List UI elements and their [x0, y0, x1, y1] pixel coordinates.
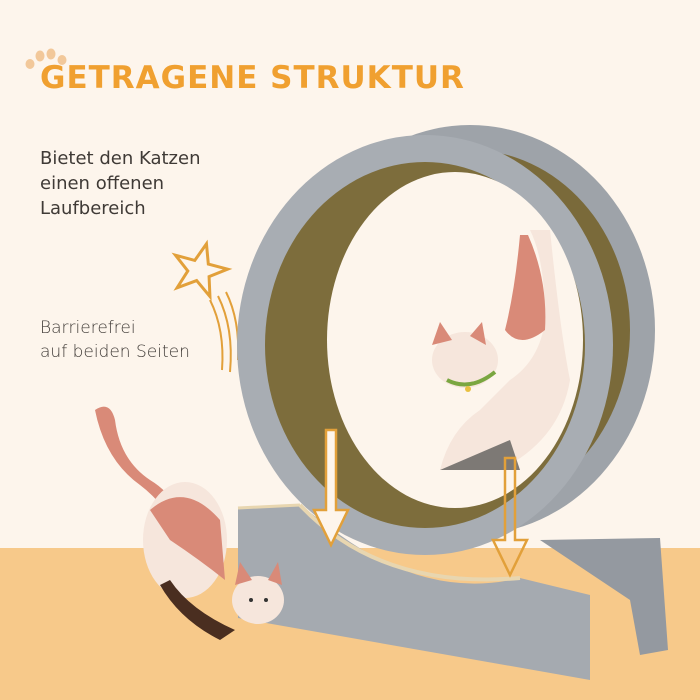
feature-line: einen offenen: [40, 173, 165, 194]
feature-line: Bietet den Katzen: [40, 148, 201, 169]
star-icon: [171, 239, 240, 373]
feature-line: auf beiden Seiten: [40, 342, 190, 362]
arrow-down-icon: [312, 428, 350, 548]
cat-on-floor: [95, 406, 284, 640]
page-title: GETRAGENE STRUKTUR: [40, 60, 465, 96]
feature-line: Laufbereich: [40, 198, 146, 219]
feature-barrier-free: Barrierefrei auf beiden Seiten: [40, 316, 190, 364]
arrow-down-icon: [491, 456, 529, 578]
feature-open-run-area: Bietet den Katzen einen offenen Laufbere…: [40, 146, 200, 221]
paw-icon: [25, 48, 67, 69]
cat-in-wheel: [432, 230, 570, 470]
feature-line: Barrierefrei: [40, 318, 136, 338]
